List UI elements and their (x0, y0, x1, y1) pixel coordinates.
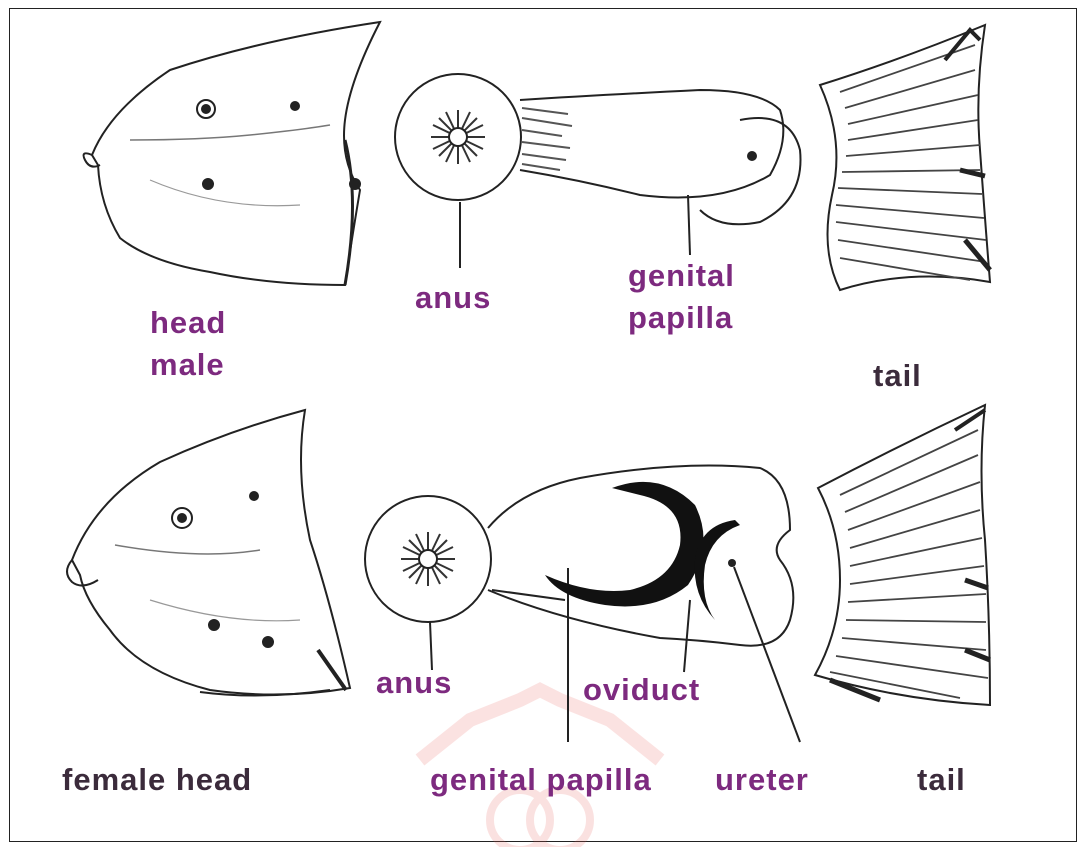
anus-label-top: anus (415, 280, 491, 316)
male-genital-papilla-drawing (520, 90, 801, 255)
head-male-label-line1: head (150, 305, 226, 341)
female-head-label: female head (62, 762, 252, 798)
oviduct-label: oviduct (583, 672, 700, 708)
female-anus-drawing (365, 496, 491, 670)
genital-papilla-label-top-line2: papilla (628, 300, 733, 336)
tail-label-bottom: tail (917, 762, 966, 798)
genital-papilla-label-bottom: genital papilla (430, 762, 652, 798)
ureter-label: ureter (715, 762, 809, 798)
male-tail-drawing (820, 25, 990, 290)
ureter-drawing (728, 559, 800, 742)
female-head-drawing (67, 410, 350, 696)
genital-papilla-label-top-line1: genital (628, 258, 735, 294)
anus-label-bottom: anus (376, 665, 452, 701)
male-head-drawing (84, 22, 380, 285)
male-anus-drawing (395, 74, 521, 268)
head-male-label-line2: male (150, 347, 225, 383)
tail-label-top: tail (873, 358, 922, 394)
female-tail-drawing (815, 405, 990, 705)
oviduct-drawing (545, 482, 740, 672)
